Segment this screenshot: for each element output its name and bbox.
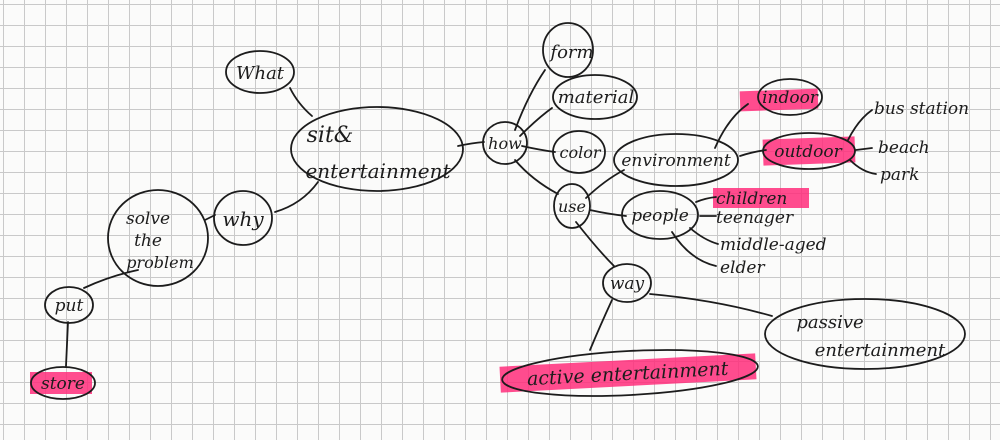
edge-put-store bbox=[65, 321, 69, 367]
node-solve-outline bbox=[107, 189, 209, 287]
node-solve-label-1: solve bbox=[126, 209, 170, 229]
node-form-label: form bbox=[548, 42, 593, 63]
highlight-indoor bbox=[739, 88, 819, 112]
node-indoor: indoor bbox=[757, 78, 823, 116]
node-what-outline bbox=[225, 50, 295, 94]
node-indoor-label: indoor bbox=[762, 88, 819, 108]
node-use: use bbox=[553, 183, 591, 229]
node-indoor-outline bbox=[757, 78, 823, 116]
node-form: form bbox=[542, 22, 594, 78]
edge-people-middleaged bbox=[689, 227, 719, 245]
leaf-park: park bbox=[880, 165, 919, 185]
edge-how-form bbox=[514, 69, 546, 131]
node-outdoor: outdoor bbox=[762, 132, 856, 170]
node-why: why bbox=[213, 190, 273, 246]
node-store-outline bbox=[30, 366, 96, 400]
highlight-outdoor bbox=[762, 136, 856, 166]
edge-outdoor-park bbox=[849, 159, 877, 175]
leaf-middle-aged: middle-aged bbox=[720, 235, 827, 255]
highlights bbox=[30, 88, 856, 394]
edge-people-children bbox=[695, 196, 717, 203]
highlight-children bbox=[713, 188, 809, 208]
node-passive-entertainment: passive entertainment bbox=[764, 298, 966, 370]
node-way: way bbox=[602, 263, 652, 303]
node-how-label: how bbox=[488, 134, 522, 153]
edge-environment-indoor bbox=[714, 103, 749, 149]
node-use-outline bbox=[553, 183, 591, 229]
node-way-label: way bbox=[610, 274, 645, 294]
node-put: put bbox=[44, 286, 94, 324]
edge-solve-put bbox=[83, 269, 139, 289]
node-solve-the-problem: solve the problem bbox=[107, 189, 209, 287]
leaf-beach: beach bbox=[878, 138, 930, 158]
edge-people-elder bbox=[671, 231, 717, 267]
node-passive-label-1: passive bbox=[796, 312, 863, 333]
node-environment-label: environment bbox=[621, 151, 730, 171]
node-why-outline bbox=[213, 190, 273, 246]
node-why-label: why bbox=[222, 207, 264, 231]
leaf-bus-station: bus station bbox=[874, 99, 969, 119]
node-color: color bbox=[552, 130, 606, 174]
highlight-store bbox=[30, 372, 92, 394]
edge-use-environment bbox=[585, 169, 625, 199]
edge-use-people bbox=[589, 209, 627, 217]
node-way-outline bbox=[602, 263, 652, 303]
edge-outdoor-beach bbox=[855, 147, 873, 151]
node-outdoor-outline bbox=[762, 132, 856, 170]
node-store: store bbox=[30, 366, 96, 400]
highlight-active-entertainment bbox=[499, 353, 757, 393]
node-people: people bbox=[621, 190, 699, 240]
node-environment-outline bbox=[613, 133, 739, 187]
edge-environment-outdoor bbox=[739, 149, 767, 157]
node-environment: environment bbox=[613, 133, 739, 187]
node-put-label: put bbox=[55, 296, 84, 316]
node-color-label: color bbox=[560, 143, 602, 162]
edge-way-active bbox=[589, 299, 613, 351]
node-material: material bbox=[552, 74, 638, 120]
node-passive-outline bbox=[764, 298, 966, 370]
node-center: sit& entertainment bbox=[290, 106, 464, 192]
edge-how-material bbox=[519, 107, 553, 137]
node-solve-label-3: problem bbox=[126, 253, 194, 272]
node-store-label: store bbox=[41, 374, 85, 394]
node-outdoor-label: outdoor bbox=[774, 142, 842, 162]
node-what: What bbox=[225, 50, 295, 94]
node-form-outline bbox=[542, 22, 594, 78]
edge-center-why bbox=[274, 181, 319, 213]
node-center-outline bbox=[290, 106, 464, 192]
node-color-outline bbox=[552, 130, 606, 174]
edge-way-passive bbox=[649, 293, 773, 317]
edge-what-center bbox=[289, 87, 313, 117]
node-use-label: use bbox=[558, 197, 586, 216]
node-solve-label-2: the bbox=[134, 231, 162, 251]
node-active-outline bbox=[501, 349, 759, 397]
edge-how-use bbox=[514, 159, 559, 195]
node-how-outline bbox=[482, 121, 528, 165]
node-put-outline bbox=[44, 286, 94, 324]
node-what-label: What bbox=[236, 63, 285, 84]
edge-use-way bbox=[575, 221, 615, 267]
node-active-entertainment: active entertainment bbox=[501, 349, 759, 397]
node-people-label: people bbox=[631, 206, 689, 226]
node-people-outline bbox=[621, 190, 699, 240]
node-material-label: material bbox=[558, 87, 635, 108]
edge-center-how bbox=[457, 141, 485, 147]
leaf-teenager: teenager bbox=[716, 208, 794, 228]
node-passive-label-2: entertainment bbox=[815, 340, 946, 361]
node-material-outline bbox=[552, 74, 638, 120]
leaf-children: children bbox=[716, 189, 787, 209]
edge-outdoor-busstation bbox=[847, 109, 873, 141]
node-how: how bbox=[482, 121, 528, 165]
leaf-elder: elder bbox=[720, 258, 765, 278]
node-center-label-2: entertainment bbox=[305, 159, 451, 183]
node-center-label-1: sit& bbox=[307, 123, 354, 148]
